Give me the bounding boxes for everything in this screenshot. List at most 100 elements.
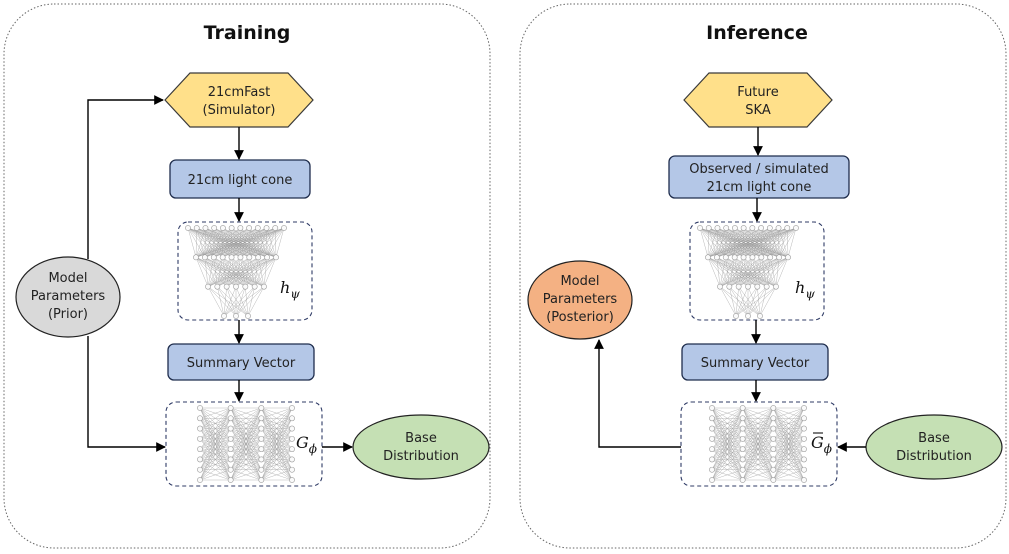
posterior-parameters-line2: Parameters: [543, 292, 618, 307]
training-title: Training: [204, 22, 291, 44]
nn-node: [785, 254, 791, 261]
nn-node: [714, 225, 721, 231]
nn-connection: [261, 449, 293, 481]
nn-connection: [230, 438, 262, 481]
nn-connection: [235, 286, 255, 317]
nn-connection: [199, 428, 231, 481]
nn-connection: [711, 407, 743, 460]
nn-node: [258, 466, 265, 473]
nn-connection: [699, 227, 709, 258]
nn-node: [739, 456, 746, 463]
nn-connection: [707, 227, 744, 258]
nn-connection: [195, 227, 215, 258]
nn-connection: [254, 257, 277, 287]
nn-connection: [230, 418, 262, 481]
nn-connection: [734, 257, 758, 287]
nn-connection: [773, 418, 805, 481]
inference-title: Inference: [706, 22, 808, 44]
nn-connection: [729, 286, 761, 317]
nn-node: [770, 446, 777, 453]
nn-connection: [261, 407, 293, 481]
nn-node: [733, 313, 739, 319]
light-cone-box: [169, 159, 311, 199]
nn-connection: [707, 227, 770, 258]
simulator-label-line1: 21cmFast: [208, 85, 270, 100]
nn-node: [739, 425, 746, 432]
nn-connection: [719, 257, 762, 287]
ska-label-line2: SKA: [745, 103, 771, 118]
nn-connection: [734, 257, 749, 287]
nn-connection: [735, 286, 767, 317]
nn-connection: [719, 286, 761, 317]
nn-connection: [195, 227, 285, 258]
nn-connection: [711, 407, 743, 419]
nn-connection: [729, 257, 789, 287]
nn-connection: [240, 227, 285, 258]
nn-connection: [222, 257, 246, 287]
nn-connection: [261, 459, 293, 481]
nn-node: [264, 254, 271, 261]
nn-connection: [716, 227, 797, 258]
light-cone-label: 21cm light cone: [188, 173, 293, 188]
nn-connection: [213, 227, 285, 258]
nn-connection: [195, 227, 276, 258]
nn-node: [227, 477, 234, 483]
nn-connection: [742, 459, 774, 481]
nn-connection: [738, 286, 749, 317]
nn-connection: [787, 227, 797, 258]
nn-node: [757, 313, 763, 319]
nn-connection: [773, 438, 805, 481]
nn-connection: [757, 257, 762, 287]
nn-node: [709, 405, 715, 411]
nn-connection: [759, 286, 777, 317]
nn-connection: [207, 257, 214, 287]
nn-connection: [711, 459, 743, 481]
nn-node: [237, 254, 244, 261]
nn-connection: [195, 227, 224, 258]
nn-connection: [195, 227, 232, 258]
nn-node: [773, 283, 779, 290]
nn-node: [713, 254, 720, 261]
nn-connection: [742, 469, 774, 481]
nn-node: [739, 477, 746, 483]
nn-node: [258, 435, 265, 442]
nn-node: [258, 425, 265, 432]
nn-connection: [235, 286, 246, 317]
nn-connection: [707, 227, 797, 258]
nn-connection: [735, 286, 739, 317]
nn-connection: [266, 227, 285, 258]
nn-connection: [778, 227, 797, 258]
nn-node: [197, 425, 203, 432]
nn-node: [801, 456, 807, 463]
nn-connection: [195, 227, 267, 258]
nn-connection: [757, 257, 789, 287]
nn-node: [227, 405, 234, 411]
nn-connection: [261, 407, 293, 429]
nn-node: [801, 446, 807, 453]
observed-light-cone-line2: 21cm light cone: [707, 180, 812, 195]
nn-node: [258, 477, 265, 483]
nn-connection: [226, 286, 249, 317]
nn-node: [289, 466, 295, 473]
nn-connection: [711, 438, 743, 481]
nn-connection: [773, 407, 805, 460]
nn-connection: [230, 407, 262, 481]
nn-connection: [707, 227, 788, 258]
nn-node: [245, 313, 251, 319]
nn-connection: [235, 286, 249, 317]
nn-node: [258, 446, 265, 453]
nn-connection: [223, 286, 246, 317]
nn-connection: [195, 257, 209, 287]
nn-node: [258, 405, 265, 411]
nn-connection: [222, 257, 255, 287]
nn-connection: [719, 257, 771, 287]
nn-connection: [195, 227, 206, 258]
nn-connection: [738, 257, 789, 287]
observed-light-cone-line1: Observed / simulated: [689, 162, 828, 177]
nn-node: [258, 456, 265, 463]
nn-node: [205, 283, 211, 290]
nn-connection: [707, 227, 709, 258]
nn-node: [289, 477, 295, 483]
simulator-hexagon: [164, 72, 314, 128]
nn-connection: [207, 257, 241, 287]
